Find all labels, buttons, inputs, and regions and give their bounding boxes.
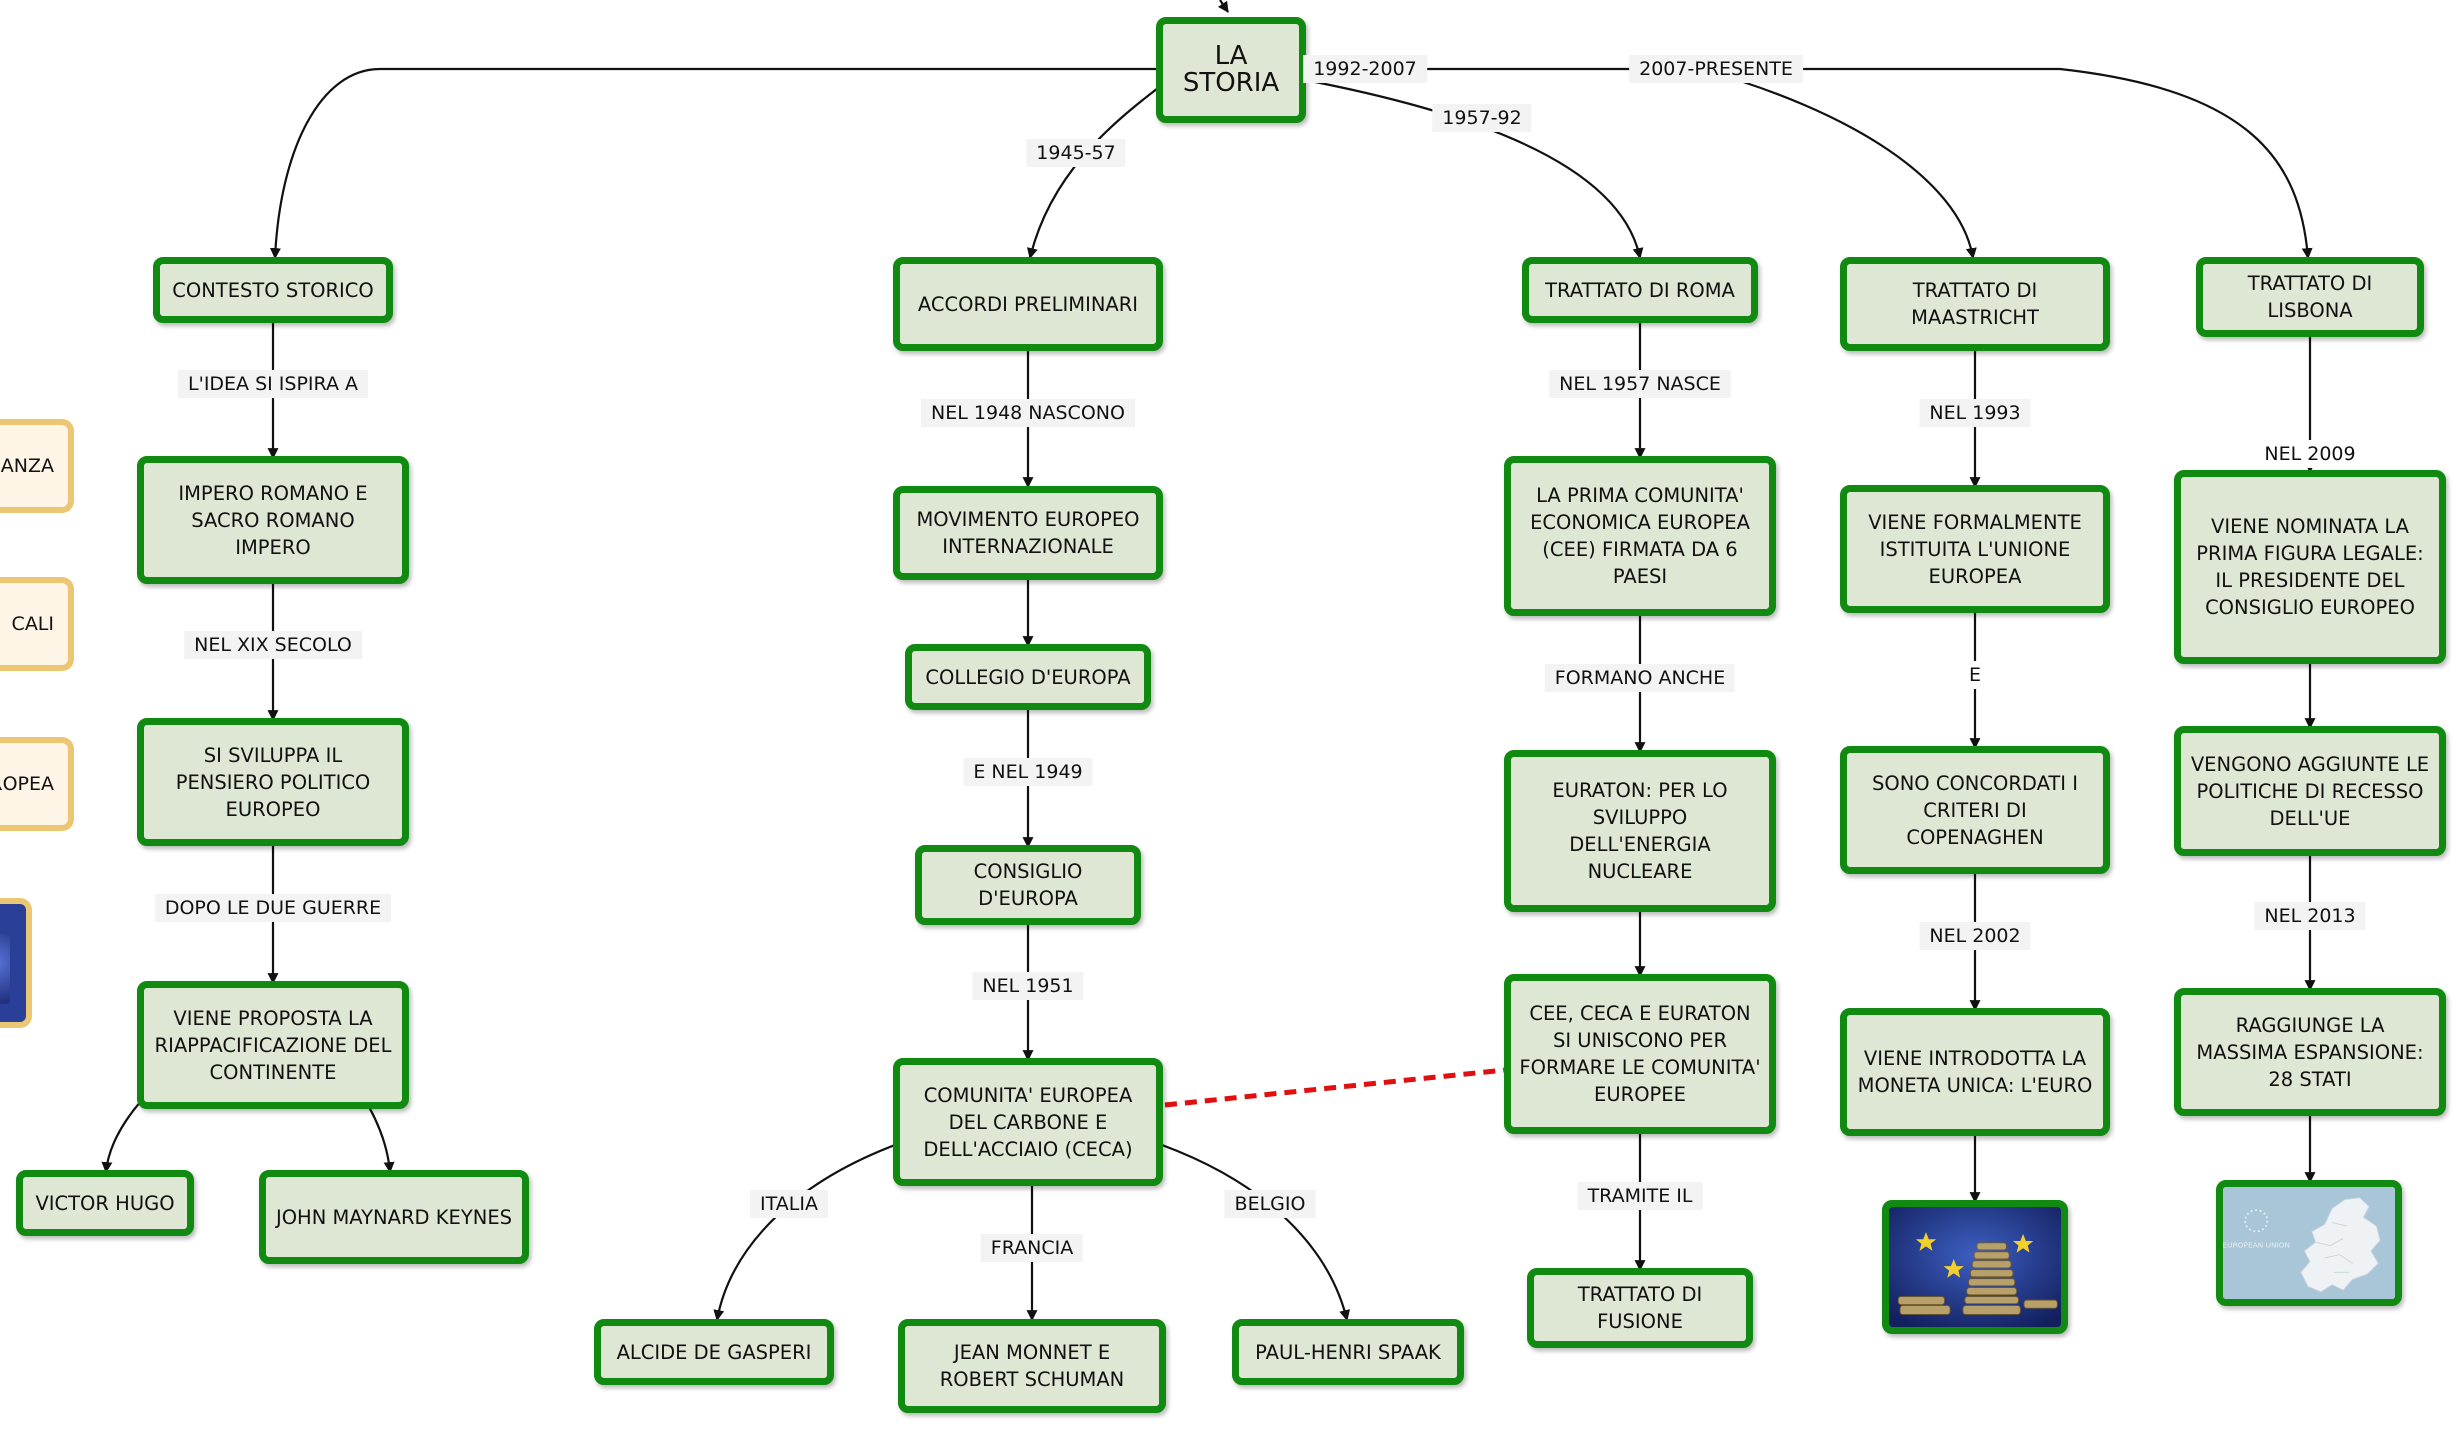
eu-map-icon: EUROPEAN UNION [2223,1187,2395,1299]
node-consiglio[interactable]: CONSIGLIO D'EUROPA [915,845,1141,925]
label-1948: NEL 1948 NASCONO [921,399,1135,427]
side-node-3[interactable]: UROPEA [0,737,74,831]
node-spaak[interactable]: PAUL-HENRI SPAAK [1232,1319,1464,1385]
connector-ceca-gasperi [713,1143,896,1322]
node-cee[interactable]: LA PRIMA COMUNITA' ECONOMICA EUROPEA (CE… [1504,456,1776,616]
eu-flag-icon [0,934,10,1004]
node-trattato-maastricht[interactable]: TRATTATO DI MAASTRICHT [1840,257,2110,351]
dashed-cross-link [1164,1067,1506,1108]
node-presidente[interactable]: VIENE NOMINATA LA PRIMA FIGURA LEGALE: I… [2174,470,2446,664]
label-xix: NEL XIX SECOLO [184,631,362,659]
connector-riappacificazione-hugo [101,1099,143,1174]
connector-root-contesto [269,67,1160,260]
node-euro[interactable]: VIENE INTRODOTTA LA MONETA UNICA: L'EURO [1840,1008,2110,1136]
side-node-2-label: CALI [11,613,54,635]
label-2002: NEL 2002 [1919,922,2031,950]
node-monnet-schuman[interactable]: JEAN MONNET E ROBERT SCHUMAN [898,1319,1166,1413]
label-formano: FORMANO ANCHE [1544,664,1736,692]
node-ceca[interactable]: COMUNITA' EUROPEA DEL CARBONE E DELL'ACC… [893,1058,1163,1186]
node-pensiero[interactable]: SI SVILUPPA IL PENSIERO POLITICO EUROPEO [137,718,409,846]
label-belgio: BELGIO [1224,1190,1316,1218]
node-accordi[interactable]: ACCORDI PRELIMINARI [893,257,1163,351]
label-2007-presente: 2007-PRESENTE [1629,55,1803,83]
node-trattato-fusione[interactable]: TRATTATO DI FUSIONE [1527,1268,1753,1348]
label-1992-2007: 1992-2007 [1303,55,1427,83]
connector-ceca-spaak [1161,1143,1351,1322]
node-riappacificazione[interactable]: VIENE PROPOSTA LA RIAPPACIFICAZIONE DEL … [137,981,409,1109]
connector-root-roma [1304,78,1644,260]
label-2009: NEL 2009 [2254,440,2366,468]
node-trattato-lisbona[interactable]: TRATTATO DI LISBONA [2196,257,2424,337]
root-incoming-connector [1217,0,1229,13]
euro-coins-icon [1889,1207,2061,1327]
label-1957-nasce: NEL 1957 NASCE [1549,370,1731,398]
eu-map-image[interactable]: EUROPEAN UNION [2216,1180,2402,1306]
node-comunita-europee[interactable]: CEE, CECA E EURATON SI UNISCONO PER FORM… [1504,974,1776,1134]
map-caption: EUROPEAN UNION [2223,1241,2290,1250]
side-node-1-label: IANZA [0,455,54,477]
euro-coins-image[interactable] [1882,1200,2068,1334]
node-recesso[interactable]: VENGONO AGGIUNTE LE POLITICHE DI RECESSO… [2174,726,2446,856]
node-movimento[interactable]: MOVIMENTO EUROPEO INTERNAZIONALE [893,486,1163,580]
root-node[interactable]: LA STORIA [1156,17,1306,123]
connector-riappacificazione-keynes [364,1099,395,1174]
connector-root-maastricht [1304,67,1977,260]
label-1945-57: 1945-57 [1026,139,1126,167]
label-idea: L'IDEA SI ISPIRA A [178,370,368,398]
label-1993: NEL 1993 [1919,399,2031,427]
label-francia: FRANCIA [980,1234,1084,1262]
node-contesto-storico[interactable]: CONTESTO STORICO [153,257,393,323]
node-impero[interactable]: IMPERO ROMANO E SACRO ROMANO IMPERO [137,456,409,584]
label-2013: NEL 2013 [2254,902,2366,930]
label-1949: E NEL 1949 [963,758,1093,786]
side-node-flag-image[interactable] [0,898,32,1028]
label-italia: ITALIA [750,1190,828,1218]
label-1951: NEL 1951 [972,972,1084,1000]
side-node-3-label: UROPEA [0,773,54,795]
node-espansione[interactable]: RAGGIUNGE LA MASSIMA ESPANSIONE: 28 STAT… [2174,988,2446,1116]
node-victor-hugo[interactable]: VICTOR HUGO [16,1170,194,1236]
connector-root-accordi [1026,87,1159,260]
node-keynes[interactable]: JOHN MAYNARD KEYNES [259,1170,529,1264]
node-gasperi[interactable]: ALCIDE DE GASPERI [594,1319,834,1385]
label-dopo: DOPO LE DUE GUERRE [154,894,392,922]
node-trattato-roma[interactable]: TRATTATO DI ROMA [1522,257,1758,323]
side-node-1[interactable]: IANZA [0,419,74,513]
label-e: E [1958,661,1992,689]
node-copenaghen[interactable]: SONO CONCORDATI I CRITERI DI COPENAGHEN [1840,746,2110,874]
node-istituita-ue[interactable]: VIENE FORMALMENTE ISTITUITA L'UNIONE EUR… [1840,485,2110,613]
node-euratom[interactable]: EURATON: PER LO SVILUPPO DELL'ENERGIA NU… [1504,750,1776,912]
side-node-2[interactable]: CALI [0,577,74,671]
label-1957-92: 1957-92 [1432,104,1532,132]
node-collegio[interactable]: COLLEGIO D'EUROPA [905,644,1151,710]
label-tramite: TRAMITE IL [1577,1182,1703,1210]
connector-root-lisbona [1800,67,2313,260]
